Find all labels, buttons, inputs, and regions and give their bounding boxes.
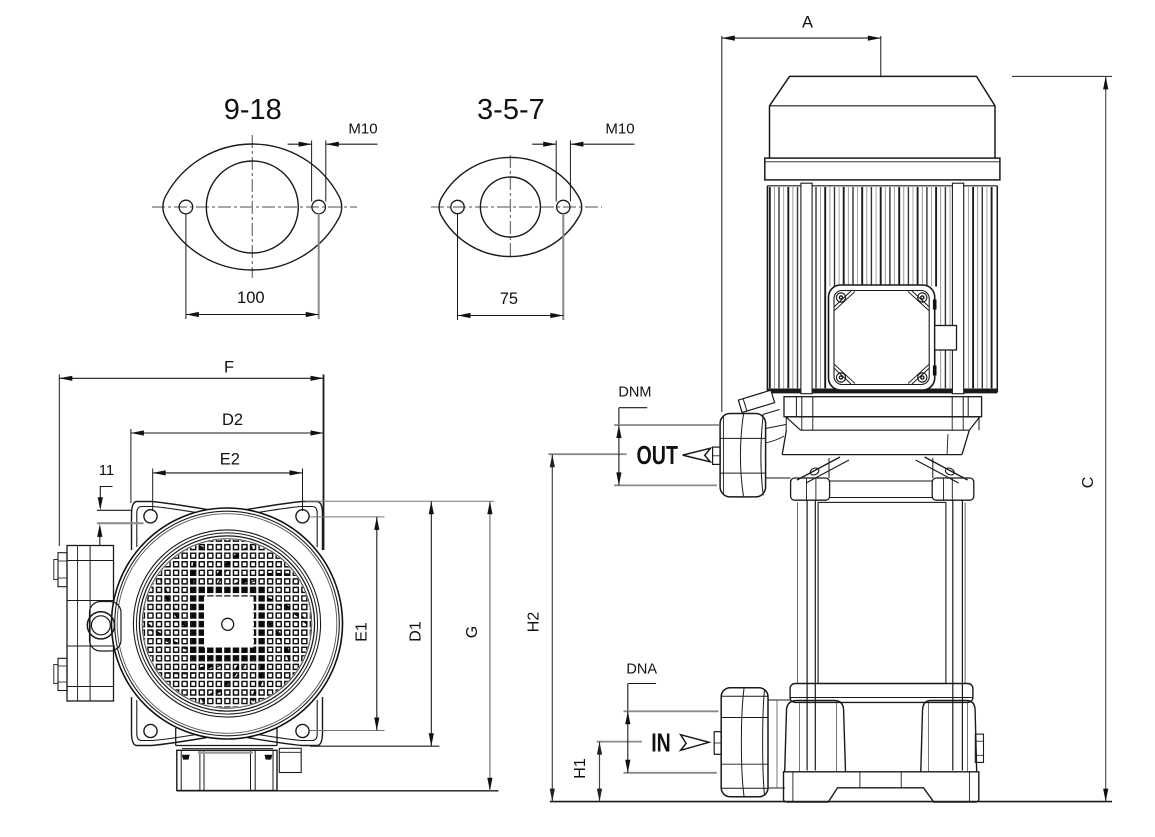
svg-text:3-5-7: 3-5-7 <box>477 94 545 126</box>
svg-text:IN: IN <box>651 728 671 758</box>
svg-text:DNA: DNA <box>626 662 657 678</box>
svg-text:DNM: DNM <box>618 385 651 401</box>
svg-text:C: C <box>1080 477 1097 489</box>
svg-text:D2: D2 <box>222 411 243 429</box>
svg-text:H1: H1 <box>572 758 589 779</box>
svg-text:100: 100 <box>237 289 265 307</box>
svg-text:M10: M10 <box>348 121 377 138</box>
svg-text:11: 11 <box>99 462 115 479</box>
svg-text:E2: E2 <box>220 451 240 469</box>
svg-text:F: F <box>224 359 234 377</box>
svg-text:75: 75 <box>500 290 518 308</box>
svg-text:9-18: 9-18 <box>224 94 282 126</box>
svg-text:H2: H2 <box>525 612 542 633</box>
svg-text:OUT: OUT <box>637 440 679 470</box>
svg-text:A: A <box>802 14 813 32</box>
svg-text:G: G <box>464 626 481 638</box>
svg-text:M10: M10 <box>605 121 634 138</box>
svg-text:E1: E1 <box>353 622 370 642</box>
svg-text:D1: D1 <box>408 621 425 642</box>
